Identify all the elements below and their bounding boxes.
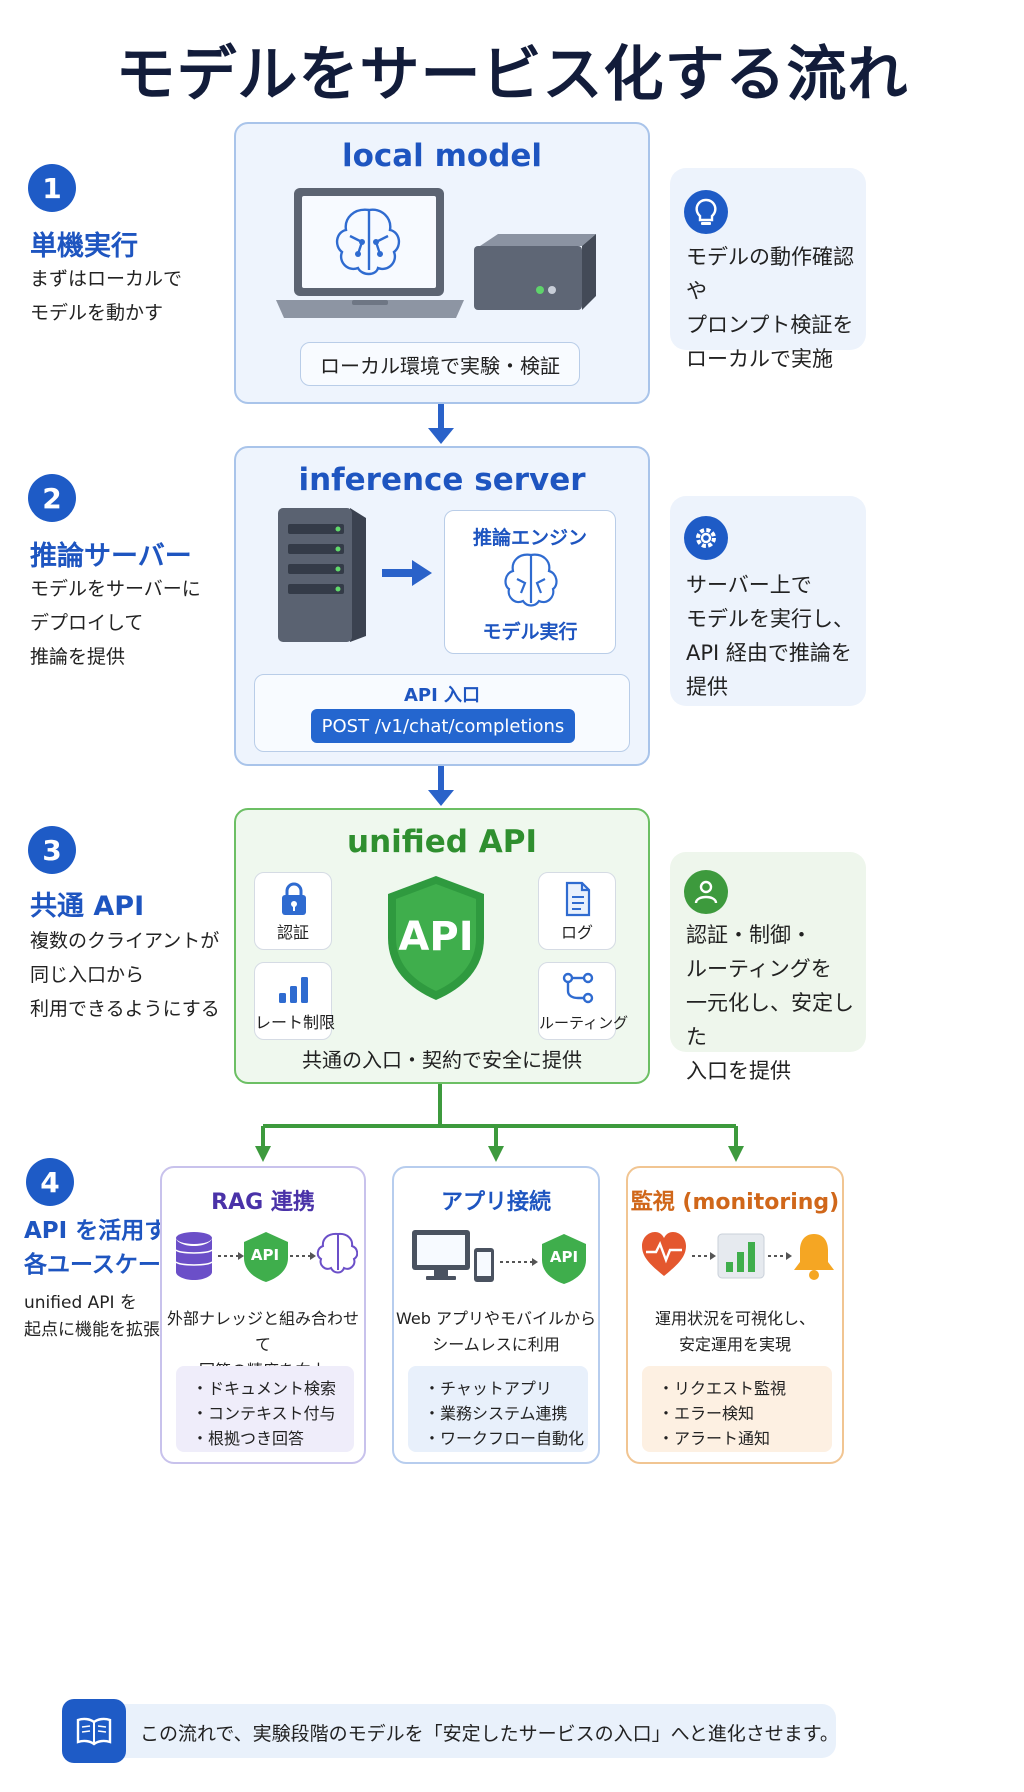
note-local-text: モデルの動作確認や プロンプト検証を ローカルで実施 — [686, 245, 854, 371]
step-3-number: 3 — [28, 826, 76, 874]
step-3-title: 共通 API — [30, 891, 145, 922]
local-model-title: local model — [341, 138, 543, 174]
routing-icon — [562, 972, 594, 1004]
app-api-badge: API — [549, 1248, 579, 1266]
log-tile: ログ — [538, 872, 616, 950]
document-icon — [565, 881, 591, 917]
api-shield-icon — [388, 876, 484, 1000]
server-tower-icon — [278, 508, 366, 642]
arrow-right-icon — [382, 560, 432, 586]
list-item: ・ドキュメント検索 — [192, 1379, 337, 1398]
rate-limit-tile-label: レート制限 — [255, 1013, 336, 1032]
api-entry-label: API 入口 — [403, 685, 481, 706]
gear-icon — [684, 516, 728, 560]
usecase-monitoring-title: 監視 (monitoring) — [630, 1190, 840, 1215]
note-unified: 認証・制御・ ルーティングを 一元化し、安定した 入口を提供 — [670, 852, 866, 1083]
step-4-desc: unified API を 起点に機能を拡張 — [24, 1293, 160, 1340]
footer-banner — [62, 1704, 836, 1758]
list-item: ・ワークフロー自動化 — [424, 1429, 585, 1448]
auth-tile: 認証 — [254, 872, 332, 950]
laptop-icon — [276, 188, 464, 318]
app-devices-icon — [412, 1230, 586, 1284]
list-item: ・エラー検知 — [658, 1404, 755, 1423]
api-shield-label: API — [398, 914, 474, 960]
list-item: ・業務システム連携 — [424, 1404, 568, 1423]
api-entry-box: API 入口 POST /v1/chat/completions — [254, 674, 630, 752]
unified-api-title: unified API — [347, 824, 537, 860]
step-1-number: 1 — [28, 164, 76, 212]
usecase-monitoring-card: 監視 (monitoring) 運用状況を可視化し、 安定運用を実現 ・リクエス… — [626, 1166, 844, 1464]
unified-caption: 共通の入口・契約で安全に提供 — [302, 1048, 582, 1072]
usecase-app-card: アプリ接続 API Web アプリやモバイルから シームレスに利用 ・チャットア… — [392, 1166, 600, 1464]
list-item: ・アラート通知 — [658, 1429, 771, 1448]
rate-limit-tile: レート制限 — [254, 962, 336, 1040]
step-2-title: 推論サーバー — [30, 541, 192, 572]
monitoring-flow-icon — [642, 1232, 834, 1280]
usecase-rag-card: RAG 連携 API 外部ナレッジと組み合わせて 回答の精度を向上 ・ドキュメン… — [160, 1166, 366, 1464]
usecase-monitoring-desc: 運用状況を可視化し、 安定運用を実現 — [654, 1309, 815, 1354]
list-item: ・コンテキスト付与 — [192, 1404, 336, 1423]
arrow-down-icon — [428, 404, 454, 444]
list-item: ・根拠つき回答 — [192, 1429, 305, 1448]
note-server-text: サーバー上で モデルを実行し、 API 経由で推論を 提供 — [686, 573, 854, 699]
step-4-number: 4 — [26, 1158, 74, 1206]
note-local: モデルの動作確認や プロンプト検証を ローカルで実施 — [670, 168, 866, 371]
endpoint-pill: POST /v1/chat/completions — [311, 709, 575, 743]
step-3-desc: 複数のクライアントが 同じ入口から 利用できるようにする — [30, 930, 220, 1020]
note-unified-text: 認証・制御・ ルーティングを 一元化し、安定した 入口を提供 — [686, 923, 854, 1083]
unified-api-box: unified API 認証 レート制限 API ログ — [234, 808, 650, 1084]
arrow-down-icon — [428, 766, 454, 806]
usecase-app-desc: Web アプリやモバイルから シームレスに利用 — [396, 1309, 596, 1354]
step-1-desc: まずはローカルで モデルを動かす — [30, 268, 183, 324]
note-server: サーバー上で モデルを実行し、 API 経由で推論を 提供 — [670, 496, 866, 706]
engine-top-label: 推論エンジン — [472, 527, 587, 549]
inference-server-title: inference server — [298, 462, 586, 498]
usecase-rag-title: RAG 連携 — [211, 1190, 315, 1215]
rag-flow-icon — [175, 1232, 358, 1282]
inference-server-box: inference server 推論エンジン モデル実行 API 入口 POS… — [234, 446, 650, 766]
lightbulb-icon — [684, 190, 728, 234]
inference-engine-box: 推論エンジン モデル実行 — [444, 510, 616, 654]
bar-chart-icon — [279, 977, 308, 1003]
step-1-title: 単機実行 — [30, 231, 138, 262]
lock-icon — [282, 882, 306, 915]
step-2-desc: モデルをサーバーに デプロイして 推論を提供 — [30, 578, 201, 668]
step-2-number: 2 — [28, 474, 76, 522]
auth-tile-label: 認証 — [276, 923, 309, 942]
rag-api-badge: API — [250, 1246, 280, 1264]
routing-tile-label: ルーティング — [539, 1014, 629, 1032]
usecase-app-list: ・チャットアプリ ・業務システム連携 ・ワークフロー自動化 — [408, 1366, 588, 1452]
log-tile-label: ログ — [560, 923, 593, 942]
usecase-monitoring-list: ・リクエスト監視 ・エラー検知 ・アラート通知 — [642, 1366, 832, 1452]
local-model-box: local model ローカル環境で実験・検証 — [234, 122, 650, 404]
usecase-app-title: アプリ接続 — [440, 1190, 551, 1215]
routing-tile: ルーティング — [538, 962, 629, 1040]
footer-text: この流れで、実験段階のモデルを「安定したサービスの入口」へと進化させます。 — [140, 1723, 839, 1745]
book-icon — [62, 1699, 126, 1763]
local-device-icon — [474, 234, 596, 310]
local-pill: ローカル環境で実験・検証 — [300, 342, 580, 386]
page-title: モデルをサービス化する流れ — [115, 40, 909, 110]
branch-connector — [255, 1084, 744, 1162]
user-icon — [684, 870, 728, 914]
engine-bottom-label: モデル実行 — [482, 621, 578, 643]
list-item: ・チャットアプリ — [424, 1379, 552, 1398]
brain-icon — [504, 553, 558, 607]
list-item: ・リクエスト監視 — [658, 1379, 787, 1398]
usecase-rag-list: ・ドキュメント検索 ・コンテキスト付与 ・根拠つき回答 — [176, 1366, 354, 1452]
